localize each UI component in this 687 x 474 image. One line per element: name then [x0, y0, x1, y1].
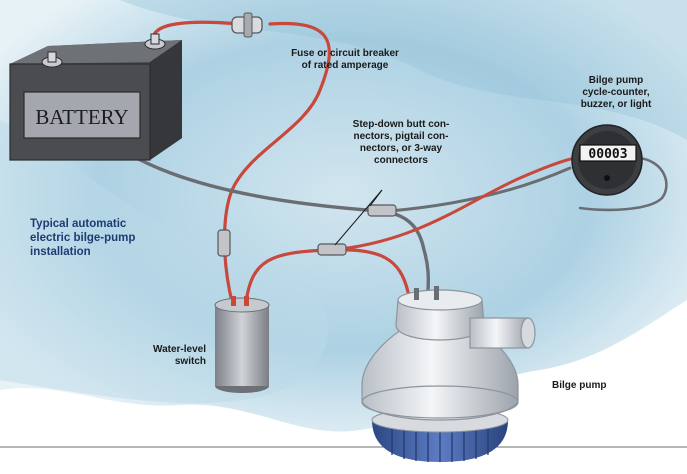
bilge-pump: [361, 286, 536, 462]
pump-label: Bilge pump: [552, 380, 632, 392]
butt-connector-gray: [367, 204, 397, 217]
battery-terminal-negative: [41, 51, 63, 68]
battery: [9, 33, 182, 161]
water-level-switch: [214, 296, 270, 393]
caption-line: electric bilge-pump: [30, 232, 136, 244]
switch-label-line: Water-level: [153, 344, 206, 355]
fuse-label: Fuse or circuit breaker of rated amperag…: [270, 48, 420, 72]
caption-line: installation: [30, 246, 91, 258]
diagram-caption: Typical automatic electric bilge-pump in…: [30, 217, 180, 259]
counter-display: 00003: [588, 147, 627, 162]
counter-lead-out: [578, 156, 668, 212]
counter-label-line: Bilge pump: [588, 75, 644, 86]
pump-label-line: Bilge pump: [552, 380, 607, 391]
connectors-label-line: connectors: [374, 155, 428, 166]
counter-wire-red: [338, 156, 577, 251]
pigtail-connector: [317, 243, 347, 256]
connectors-label-line: Step-down butt con-: [352, 119, 450, 130]
battery-label: BATTERY: [35, 105, 128, 129]
connectors-label-line: nectors, or 3-way: [359, 143, 443, 154]
switch-label: Water-level switch: [140, 344, 206, 368]
pump-outlet-nozzle: [469, 317, 536, 349]
battery-terminal-positive: [144, 33, 166, 50]
connectors-label-line: nectors, pigtail con-: [353, 131, 449, 142]
connector-pointers: [334, 189, 383, 246]
caption-line: Typical automatic: [30, 218, 127, 230]
fuse-label-line: Fuse or circuit breaker: [291, 48, 399, 59]
connectors-label: Step-down butt con- nectors, pigtail con…: [335, 119, 467, 167]
fuse-holder: [231, 12, 263, 38]
counter-label-line: cycle-counter,: [582, 87, 650, 98]
cycle-counter: [571, 124, 643, 196]
counter-label-line: buzzer, or light: [580, 99, 652, 110]
counter-indicator-light: [604, 175, 610, 181]
fuse-label-line: of rated amperage: [301, 60, 389, 71]
butt-connector-red: [217, 229, 231, 257]
switch-label-line: switch: [174, 356, 206, 367]
counter-label: Bilge pump cycle-counter, buzzer, or lig…: [566, 75, 666, 111]
